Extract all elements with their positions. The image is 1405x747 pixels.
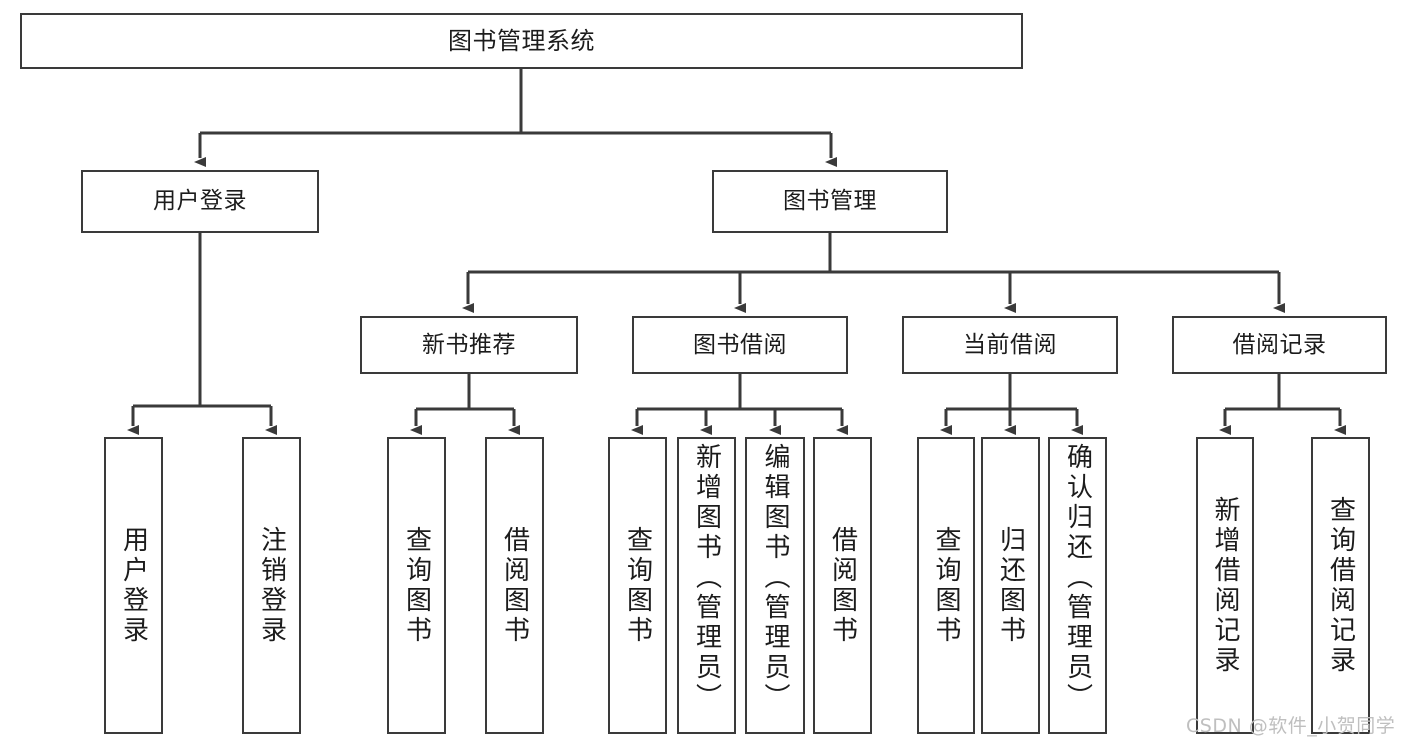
node-leaf-logout-label: 注销登录 [256,525,287,646]
node-leaf-user-login[interactable]: 用户登录 [104,437,163,734]
node-leaf-return-book-label: 归还图书 [995,525,1026,646]
node-leaf-borrow-book-1[interactable]: 借阅图书 [485,437,544,734]
node-book-manage[interactable]: 图书管理 [712,170,948,233]
node-leaf-edit-book[interactable]: 编辑图书（管理员） [745,437,805,734]
node-new-book-recommend-label: 新书推荐 [422,331,516,358]
node-leaf-add-record-label: 新增借阅记录 [1210,495,1240,676]
node-leaf-query-book-1-label: 查询图书 [401,525,432,646]
node-leaf-confirm-return-label: 确认归还（管理员） [1062,443,1093,713]
node-leaf-confirm-return[interactable]: 确认归还（管理员） [1048,437,1107,734]
node-leaf-edit-book-label: 编辑图书（管理员） [760,443,790,713]
node-leaf-borrow-book-2-label: 借阅图书 [827,525,858,646]
node-new-book-recommend[interactable]: 新书推荐 [360,316,578,374]
node-leaf-add-record[interactable]: 新增借阅记录 [1196,437,1254,734]
node-leaf-query-book-3[interactable]: 查询图书 [917,437,975,734]
node-borrow-record-label: 借阅记录 [1232,331,1327,358]
node-leaf-user-login-label: 用户登录 [118,525,149,646]
node-leaf-query-record[interactable]: 查询借阅记录 [1311,437,1370,734]
node-leaf-borrow-book-1-label: 借阅图书 [499,525,530,646]
node-borrow-record[interactable]: 借阅记录 [1172,316,1387,374]
node-leaf-add-book[interactable]: 新增图书（管理员） [677,437,736,734]
node-leaf-logout[interactable]: 注销登录 [242,437,301,734]
node-leaf-return-book[interactable]: 归还图书 [981,437,1040,734]
node-root[interactable]: 图书管理系统 [20,13,1023,69]
node-root-label: 图书管理系统 [448,27,595,55]
node-user-login[interactable]: 用户登录 [81,170,319,233]
csdn-watermark: CSDN @软件_小贺同学 [1186,715,1396,737]
node-book-borrow[interactable]: 图书借阅 [632,316,848,374]
node-leaf-query-book-3-label: 查询图书 [931,525,961,646]
node-book-borrow-label: 图书借阅 [693,331,787,358]
node-leaf-query-record-label: 查询借阅记录 [1325,495,1356,676]
node-leaf-add-book-label: 新增图书（管理员） [691,443,722,713]
node-leaf-query-book-2-label: 查询图书 [622,525,653,646]
node-current-borrow-label: 当前借阅 [963,331,1057,358]
node-user-login-label: 用户登录 [153,188,247,214]
node-book-manage-label: 图书管理 [783,188,877,214]
node-leaf-borrow-book-2[interactable]: 借阅图书 [813,437,872,734]
node-leaf-query-book-2[interactable]: 查询图书 [608,437,667,734]
node-leaf-query-book-1[interactable]: 查询图书 [387,437,446,734]
node-current-borrow[interactable]: 当前借阅 [902,316,1118,374]
